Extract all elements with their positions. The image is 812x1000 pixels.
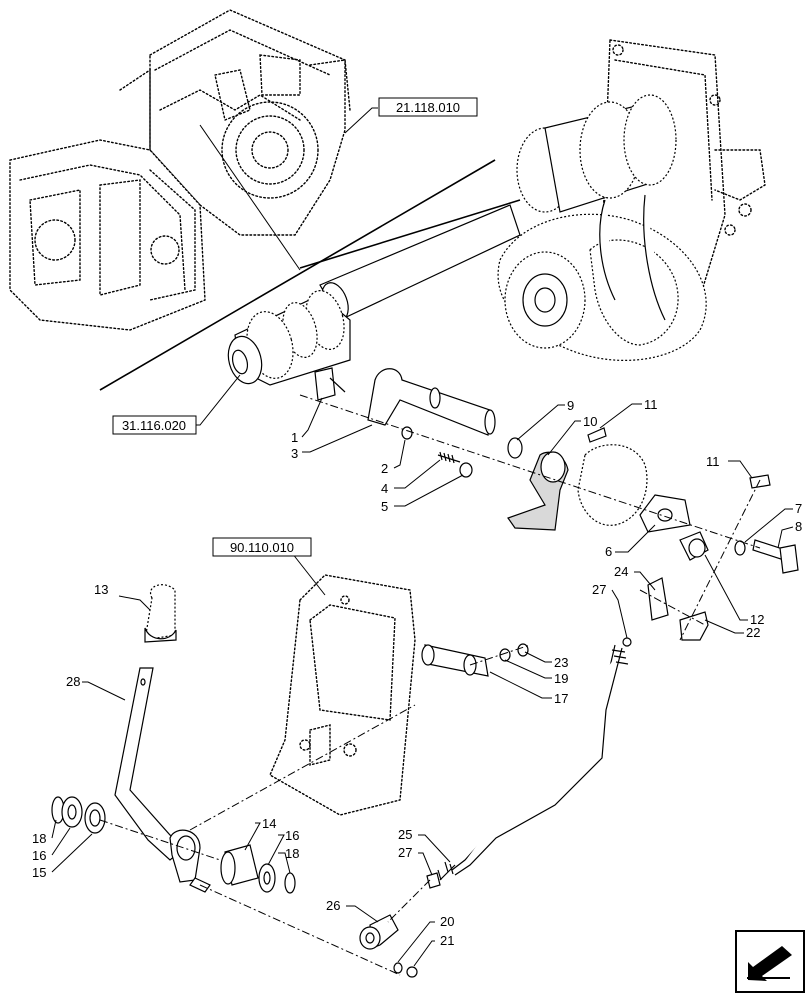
callout-26: 26 xyxy=(326,898,340,913)
transmission-housing xyxy=(9,9,351,331)
callout-11-right: 11 xyxy=(706,454,720,469)
centerline-pin xyxy=(679,479,761,641)
callout-labels: 1 2 3 4 5 6 7 8 9 10 11 11 12 13 14 15 1… xyxy=(32,397,802,948)
callout-18-left: 18 xyxy=(32,831,46,846)
callout-20: 20 xyxy=(440,914,454,929)
callout-15: 15 xyxy=(32,865,46,880)
ref-box-90-110-010[interactable]: 90.110.010 xyxy=(212,537,312,557)
callout-7: 7 xyxy=(795,501,802,516)
callout-24: 24 xyxy=(614,564,628,579)
rod-end xyxy=(359,914,418,978)
leader-31-116-020 xyxy=(195,374,241,426)
callout-14: 14 xyxy=(262,816,276,831)
ref-label: 90.110.010 xyxy=(230,540,294,555)
centerline-pin17 xyxy=(469,644,531,666)
ref-label: 21.118.010 xyxy=(396,100,460,115)
centerline-mid xyxy=(299,394,761,549)
callout-13: 13 xyxy=(94,582,108,597)
gearbox-assembly xyxy=(497,39,766,361)
callout-4: 4 xyxy=(381,481,388,496)
callout-2: 2 xyxy=(381,461,388,476)
callout-16-left: 16 xyxy=(32,848,46,863)
callout-16-right: 16 xyxy=(285,828,299,843)
clip-27 xyxy=(426,872,441,889)
leader-21-118-010 xyxy=(344,107,378,134)
callout-6: 6 xyxy=(605,544,612,559)
callout-17: 17 xyxy=(554,691,568,706)
shift-fork-parts xyxy=(314,367,799,647)
axis-line xyxy=(99,159,496,391)
shift-rod xyxy=(437,644,629,881)
callout-23: 23 xyxy=(554,655,568,670)
callout-3: 3 xyxy=(291,446,298,461)
callout-19: 19 xyxy=(554,671,568,686)
ref-label: 31.116.020 xyxy=(122,418,186,433)
callout-12: 12 xyxy=(750,612,764,627)
callout-9: 9 xyxy=(567,398,574,413)
leader-90-110-010 xyxy=(291,552,326,596)
callout-28: 28 xyxy=(66,674,80,689)
ref-box-31-116-020[interactable]: 31.116.020 xyxy=(112,415,197,435)
leader-shaft-top xyxy=(199,124,301,271)
callout-25: 25 xyxy=(398,827,412,842)
washers-left xyxy=(51,796,106,834)
callout-1: 1 xyxy=(291,430,298,445)
mounting-plate xyxy=(269,574,416,816)
gear-lever xyxy=(114,584,211,893)
centerline-rodend xyxy=(387,879,431,923)
callout-10: 10 xyxy=(583,414,597,429)
centerline-washers xyxy=(99,819,236,866)
callout-27-top: 27 xyxy=(592,582,606,597)
pivot-pin xyxy=(421,643,529,677)
centerline-clevis xyxy=(639,589,706,626)
centerline-lever xyxy=(189,704,416,831)
bushing-set xyxy=(220,844,296,894)
navigation-arrow-icon[interactable] xyxy=(735,930,805,993)
callout-5: 5 xyxy=(381,499,388,514)
callout-18-right: 18 xyxy=(285,846,299,861)
callout-leaders xyxy=(51,397,794,967)
callout-22: 22 xyxy=(746,625,760,640)
ref-box-21-118-010[interactable]: 21.118.010 xyxy=(378,97,478,117)
callout-21: 21 xyxy=(440,933,454,948)
callout-27-bottom: 27 xyxy=(398,845,412,860)
callout-8: 8 xyxy=(795,519,802,534)
centerline-bottom xyxy=(199,884,401,976)
callout-11-top: 11 xyxy=(644,397,658,412)
gear-cluster-left xyxy=(227,290,351,386)
